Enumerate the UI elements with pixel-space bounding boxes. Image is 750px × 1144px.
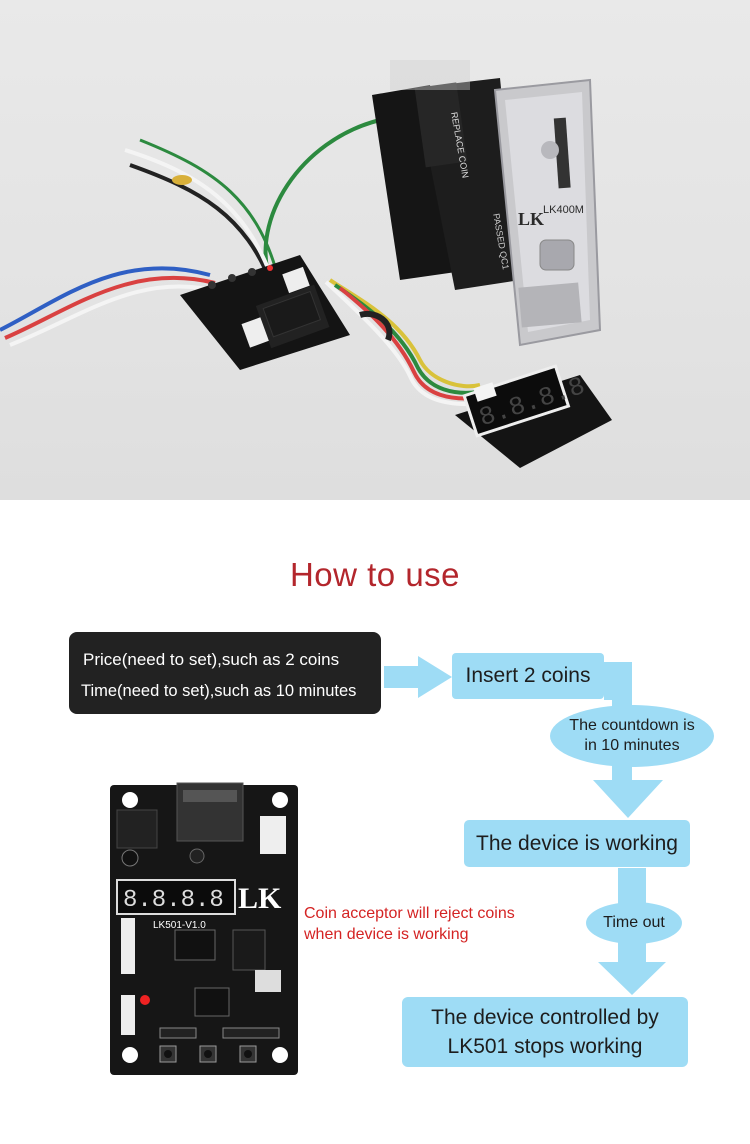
cable-white-3 xyxy=(324,280,475,407)
cable-black xyxy=(129,163,274,286)
cable-white xyxy=(9,284,221,347)
insert-coins-step: Insert 2 coins xyxy=(452,653,604,699)
time-setting-text: Time(need to set),such as 10 minutes xyxy=(81,682,357,700)
product-photo: 8.8.8.8 REPLACE COIN PASSED QC1 LK LK400… xyxy=(0,0,750,500)
lk501-board-drawing: 8.8.8.8 LK LK501-V1.0 xyxy=(110,782,298,1075)
cable-green xyxy=(263,118,381,281)
timer-board xyxy=(180,255,350,370)
countdown-line-2: in 10 minutes xyxy=(584,737,680,754)
stop-line-1: The device controlled by xyxy=(431,1006,659,1029)
cable-green-2 xyxy=(139,138,282,286)
cable-white-2 xyxy=(124,148,278,291)
cable-blue xyxy=(0,266,211,332)
how-to-use-heading: How to use xyxy=(289,556,461,593)
timeout-label: Time out xyxy=(586,902,682,944)
stop-line-2: LK501 stops working xyxy=(447,1035,643,1058)
settings-box: Price(need to set),such as 2 coins Time(… xyxy=(69,632,381,714)
arrow-right xyxy=(384,656,452,698)
cable-tie-yellow xyxy=(172,175,192,185)
cable-red xyxy=(4,275,216,340)
countdown-label: The countdown is in 10 minutes xyxy=(550,705,714,767)
product-photo-drawing: 8.8.8.8 REPLACE COIN PASSED QC1 LK LK400… xyxy=(0,60,612,468)
price-setting-text: Price(need to set),such as 2 coins xyxy=(83,650,340,669)
cable-loop xyxy=(359,310,393,342)
reject-coins-note: Coin acceptor will reject coins when dev… xyxy=(304,903,515,945)
lk501-board: 8.8.8.8 LK LK501-V1.0 xyxy=(105,780,305,1080)
svg-text:8.8.8.8: 8.8.8.8 xyxy=(123,887,224,914)
coin-acceptor: REPLACE COIN PASSED QC1 LK LK400M xyxy=(372,60,602,347)
svg-text:LK501-V1.0: LK501-V1.0 xyxy=(153,920,206,931)
svg-text:LK400M: LK400M xyxy=(543,204,584,216)
display-module: 8.8.8.8 xyxy=(455,364,612,468)
note-line-1: Coin acceptor will reject coins xyxy=(304,905,515,922)
cable-yellow xyxy=(328,278,481,389)
device-working-step: The device is working xyxy=(464,820,690,867)
svg-text:LK: LK xyxy=(518,209,544,229)
svg-text:LK: LK xyxy=(238,882,282,915)
note-line-2: when device is working xyxy=(304,926,469,943)
countdown-line-1: The countdown is xyxy=(569,717,695,734)
cable-red-2 xyxy=(338,286,477,401)
device-stops-step: The device controlled by LK501 stops wor… xyxy=(402,997,688,1067)
